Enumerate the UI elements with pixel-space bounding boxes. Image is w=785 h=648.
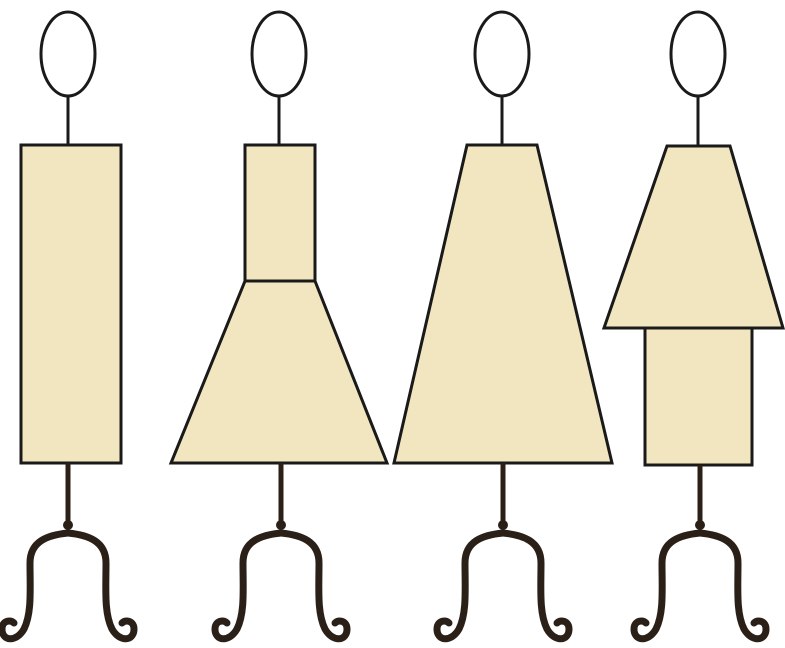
stand-icon xyxy=(0,463,138,643)
trapezoid-silhouette xyxy=(392,10,614,643)
stand-icon xyxy=(211,463,351,643)
stand-icon xyxy=(630,465,770,643)
rectangle-silhouette xyxy=(0,10,138,643)
head-icon xyxy=(473,10,531,98)
skirt xyxy=(643,326,754,467)
inverted-triangle-silhouette xyxy=(601,10,785,643)
bodice xyxy=(601,144,785,330)
bodice xyxy=(243,143,317,283)
stand-icon xyxy=(433,463,573,643)
dress-body xyxy=(392,143,614,465)
skirt xyxy=(168,279,390,465)
a-line-silhouette xyxy=(168,10,390,643)
head-icon xyxy=(669,10,727,98)
dress-body xyxy=(19,143,123,465)
head-icon xyxy=(39,10,97,98)
head-icon xyxy=(250,10,308,98)
